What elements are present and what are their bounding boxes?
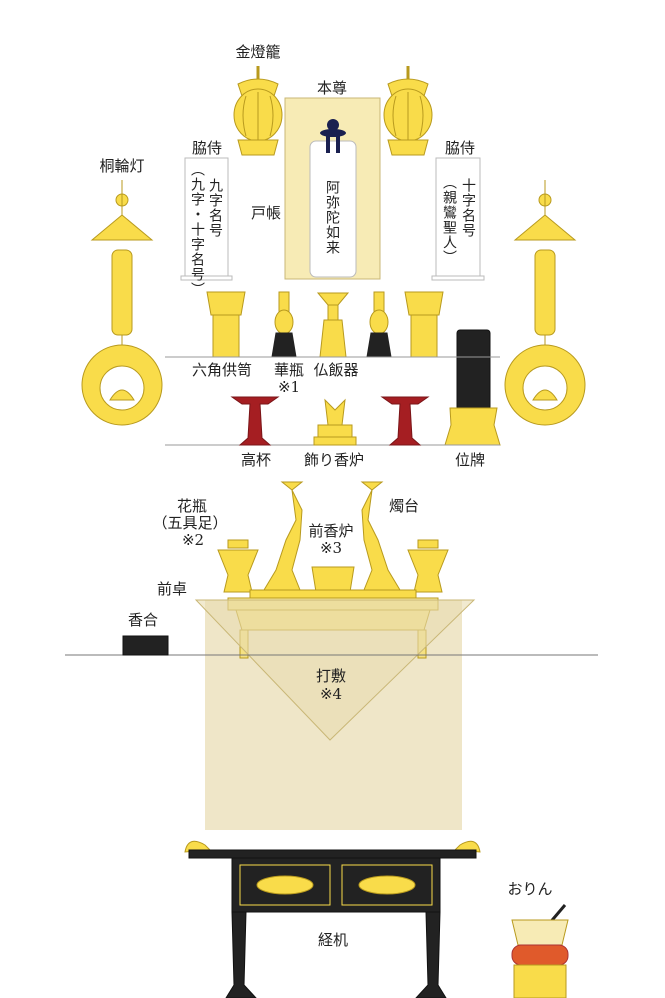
label-kyozukue: 経机 xyxy=(317,931,349,949)
label-shokudai: 燭台 xyxy=(388,497,420,515)
kabin-right xyxy=(407,539,449,593)
label-kirinto: 桐輪灯 xyxy=(99,157,145,175)
kintoro-right xyxy=(383,66,433,156)
kabin-left xyxy=(217,539,259,593)
wakiji-left-board xyxy=(184,157,229,277)
right-scroll-main: 十字名号 xyxy=(460,178,476,238)
rokkaku-kugu-right xyxy=(404,291,444,358)
label-takatsuki: 高杯 xyxy=(240,451,272,469)
label-kebyo: 華瓶 xyxy=(273,361,305,379)
kogo-box xyxy=(122,635,169,656)
label-mae-koro: 前香炉 xyxy=(308,522,354,540)
orin xyxy=(511,904,569,998)
kirinto-right xyxy=(504,180,586,426)
kebyo-left xyxy=(271,291,297,358)
label-kebyo-note: ※1 xyxy=(277,378,301,396)
shokudai-left xyxy=(263,481,304,591)
takatsuki-left xyxy=(230,396,280,446)
label-uchishiki: 打敷 xyxy=(315,667,347,685)
rokkaku-kugu-left xyxy=(206,291,246,358)
honzon-scroll xyxy=(309,140,357,278)
label-uchishiki-note: ※4 xyxy=(319,685,343,703)
right-scroll-sub: （親鸞聖人） xyxy=(441,175,457,265)
label-kabin-sub: （五具足） xyxy=(152,514,228,532)
honzon-knot-icon xyxy=(320,119,346,153)
buppanki xyxy=(316,292,350,358)
label-kabin: 花瓶 xyxy=(176,497,208,515)
ihai-tablet xyxy=(456,329,491,411)
ihai-base xyxy=(444,407,501,446)
kirinto-left xyxy=(81,180,163,426)
kintoro-left xyxy=(233,66,283,156)
kyozukue xyxy=(184,840,481,998)
label-kabin-note: ※2 xyxy=(181,531,205,549)
uchishiki-triangle xyxy=(194,599,476,741)
label-buppanki: 仏飯器 xyxy=(313,361,359,379)
label-maejoku: 前卓 xyxy=(156,580,188,598)
label-orin: おりん xyxy=(507,880,553,898)
label-kazari-koro: 飾り香炉 xyxy=(303,451,365,469)
label-honzon: 本尊 xyxy=(316,79,348,97)
honzon-name: 阿弥陀如来 xyxy=(324,180,340,255)
label-mae-koro-note: ※3 xyxy=(319,539,343,557)
left-scroll-main: 九字名号 xyxy=(207,178,223,238)
label-kintoro: 金燈籠 xyxy=(235,43,281,61)
label-ihai: 位牌 xyxy=(454,451,486,469)
label-kogo: 香合 xyxy=(127,611,159,629)
label-wakiji-left: 脇侍 xyxy=(191,139,223,157)
takatsuki-right xyxy=(380,396,430,446)
kazari-koro xyxy=(313,398,357,446)
kebyo-right xyxy=(366,291,392,358)
mae-koro xyxy=(311,566,355,593)
label-rokkaku-kugu: 六角供笥 xyxy=(191,361,253,379)
label-wakiji-right: 脇侍 xyxy=(444,139,476,157)
label-tocho: 戸帳 xyxy=(250,204,282,222)
left-scroll-sub: （九字・十字名号） xyxy=(189,162,205,297)
